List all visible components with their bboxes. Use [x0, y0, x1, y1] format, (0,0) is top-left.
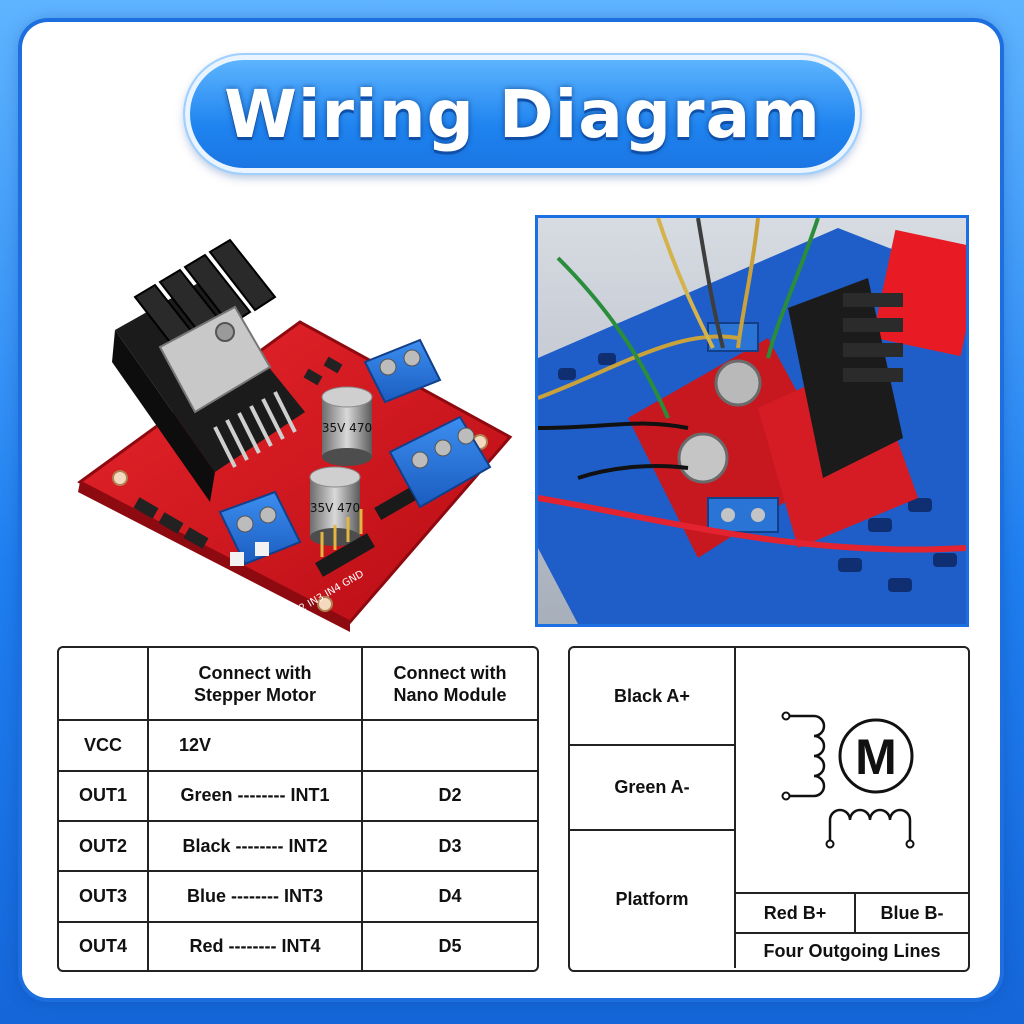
- pin-cell: VCC: [59, 719, 149, 772]
- motor-circle-icon: [838, 718, 914, 794]
- header-nano-module: Connect with Nano Module: [361, 648, 537, 722]
- nano-cell: D3: [361, 820, 537, 873]
- nano-cell: [361, 719, 537, 772]
- coil-b-icon: [828, 808, 912, 844]
- black-a-plus-label: Black A+: [614, 685, 690, 706]
- platform-label: Platform: [615, 889, 689, 909]
- title-banner: Wiring Diagram: [185, 55, 860, 173]
- terminal-block-right: [388, 415, 492, 509]
- terminal-block-bottom: [218, 490, 302, 566]
- heatsink: [112, 238, 305, 502]
- table-row: OUT4 Red -------- INT4 D5: [59, 920, 537, 970]
- table-row: OUT1 Green -------- INT1 D2: [59, 769, 537, 823]
- motor-symbol-label: M: [855, 729, 897, 785]
- motor-cell: 12V: [147, 719, 363, 772]
- pin-cell: OUT3: [59, 870, 149, 923]
- driver-board-image: 35V 470 35V 470: [60, 212, 520, 642]
- driver-board-svg: 35V 470 35V 470: [77, 238, 513, 632]
- green-a-minus-label: Green A-: [614, 777, 690, 797]
- header-empty: [59, 648, 149, 722]
- blue-b-minus-label: Blue B-: [880, 902, 944, 923]
- motor-cell: Blue -------- INT3: [147, 870, 363, 923]
- header-stepper-motor: Connect with Stepper Motor: [147, 648, 363, 722]
- pin-cell: OUT2: [59, 820, 149, 873]
- pin-cell: OUT1: [59, 769, 149, 823]
- wiring-table-grid: Connect with Stepper Motor Connect with …: [59, 648, 537, 970]
- nano-cell: D4: [361, 870, 537, 923]
- red-b-plus-label: Red B+: [763, 902, 827, 923]
- capacitor-1: 35V 470: [321, 386, 373, 466]
- table-row: OUT2 Black -------- INT2 D3: [59, 820, 537, 873]
- motor-table: Black A+ Green A- Platform M: [568, 646, 970, 972]
- page-title: Wiring Diagram: [224, 75, 821, 153]
- main-card: Wiring Diagram: [22, 22, 1000, 998]
- coil-a-icon: [786, 714, 826, 798]
- nano-cell: D2: [361, 769, 537, 823]
- motor-cell: Green -------- INT1: [147, 769, 363, 823]
- stepper-motor-symbol: M: [736, 648, 968, 892]
- motor-cell: Red -------- INT4: [147, 920, 363, 970]
- capacitor-2-label: 35V 470: [310, 501, 360, 515]
- table-row: OUT3 Blue -------- INT3 D4: [59, 870, 537, 923]
- header-pins: [315, 487, 416, 577]
- table-row: VCC 12V: [59, 719, 537, 772]
- nano-cell: D5: [361, 920, 537, 970]
- pin-cell: OUT4: [59, 920, 149, 970]
- wiring-table: Connect with Stepper Motor Connect with …: [57, 646, 539, 972]
- terminal-block-top: [363, 338, 442, 404]
- motor-cell: Black -------- INT2: [147, 820, 363, 873]
- table-header-row: Connect with Stepper Motor Connect with …: [59, 648, 537, 722]
- photo-svg: [538, 218, 966, 624]
- capacitor-1-label: 35V 470: [322, 421, 372, 435]
- installed-module-photo: [535, 215, 969, 627]
- four-outgoing-lines-label: Four Outgoing Lines: [763, 940, 941, 961]
